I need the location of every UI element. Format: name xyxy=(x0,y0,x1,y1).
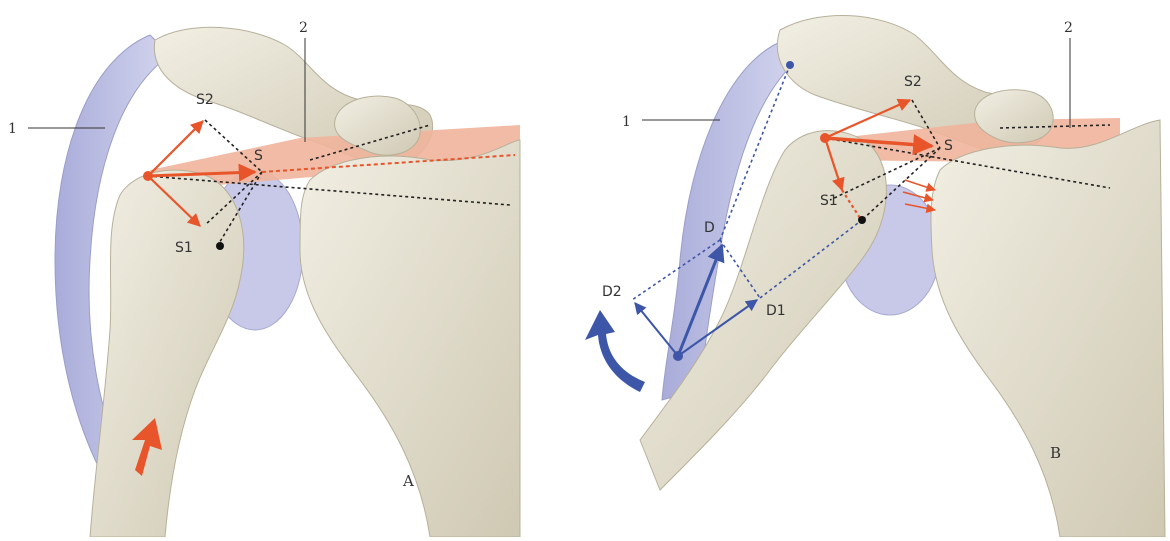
rotation-arrow xyxy=(585,310,645,392)
rotation-center-point xyxy=(216,242,224,250)
panel-a: 1 2 S2 S S1 A xyxy=(8,20,520,537)
label-1: 1 xyxy=(622,114,631,130)
label-d: D xyxy=(704,220,715,236)
label-s1: S1 xyxy=(820,193,838,209)
label-s: S xyxy=(944,138,953,154)
label-1: 1 xyxy=(8,121,17,137)
blue-origin-point xyxy=(673,351,683,361)
force-origin-point xyxy=(143,171,153,181)
label-d2: D2 xyxy=(602,284,622,300)
label-d1: D1 xyxy=(766,303,786,319)
rotation-center-point xyxy=(858,216,866,224)
caption-b: B xyxy=(1050,444,1061,462)
label-2: 2 xyxy=(1064,20,1073,36)
scapula xyxy=(931,120,1165,537)
label-s: S xyxy=(254,148,263,164)
humerus xyxy=(90,170,244,537)
label-s2: S2 xyxy=(196,92,214,108)
panel-b: 1 2 S2 S S1 D D1 D2 B xyxy=(585,15,1165,537)
label-s2: S2 xyxy=(904,74,922,90)
caption-a: A xyxy=(402,472,414,490)
label-s1: S1 xyxy=(175,240,193,256)
force-origin-point xyxy=(820,133,830,143)
blue-top-point xyxy=(786,61,794,69)
label-2: 2 xyxy=(299,20,308,36)
